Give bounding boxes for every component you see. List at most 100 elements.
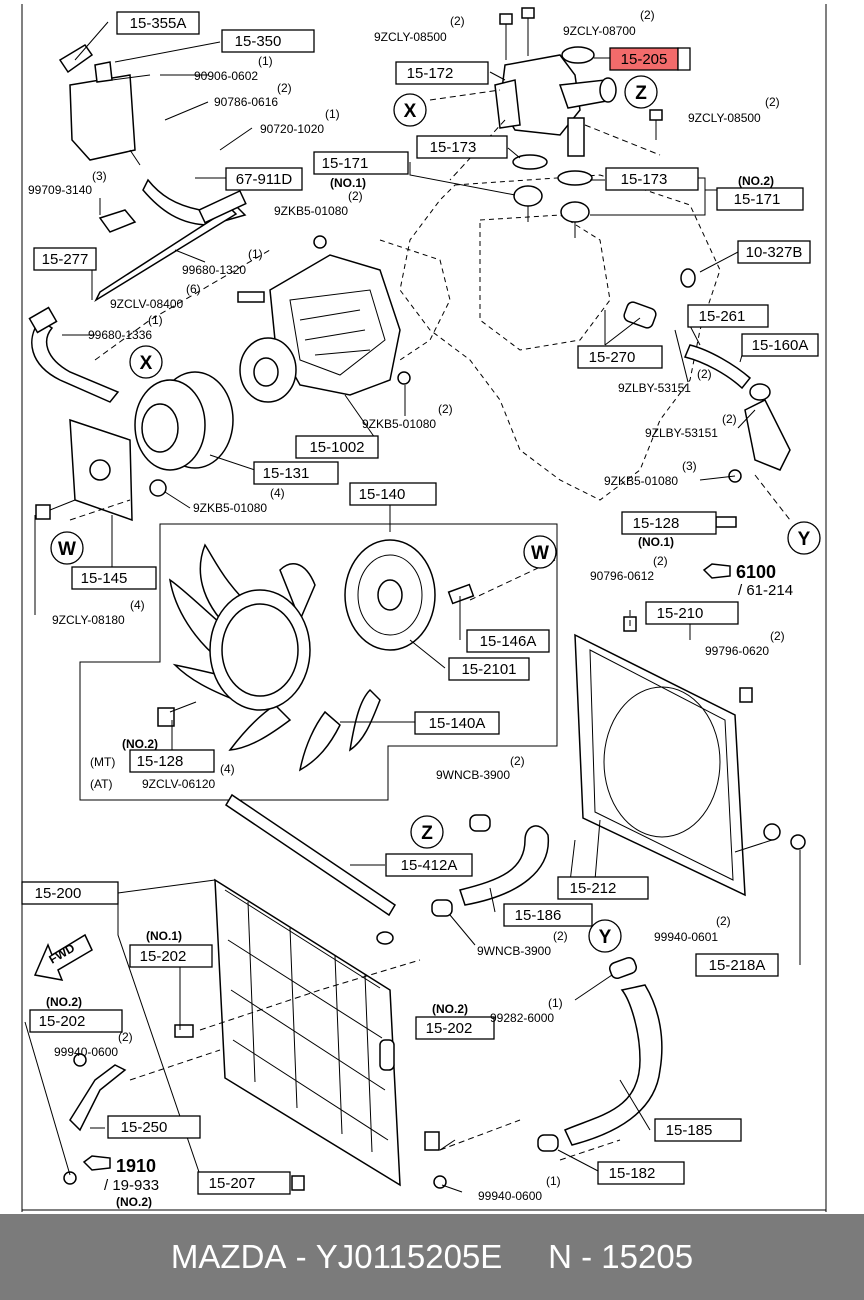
- bracket-grommet: [63, 1171, 77, 1185]
- parts-diagram: FWD: [21, 4, 827, 1212]
- box-15-171-no1: [313, 151, 409, 175]
- box-15-173-a: [416, 135, 508, 159]
- hw-90786-0616: 90786-0616: [214, 95, 278, 109]
- callout-z-label: Z: [421, 823, 433, 844]
- qty: (6): [186, 282, 201, 296]
- hw-99680-1320: 99680-1320: [182, 263, 246, 277]
- label-15-1002: 15-1002: [309, 439, 364, 456]
- label-15-186: 15-186: [515, 907, 562, 924]
- callout-w-right: [523, 535, 557, 569]
- box-15-277: [33, 247, 97, 271]
- hw-9ZLBY-53151-a: 9ZLBY-53151: [618, 381, 691, 395]
- qty: (1): [248, 247, 263, 261]
- callout-z-label: Z: [635, 83, 647, 104]
- footer-spacer: [502, 1238, 548, 1276]
- note-no1: (NO.1): [638, 535, 674, 549]
- note-no1: (NO.1): [146, 929, 182, 943]
- label-10-327B: 10-327B: [746, 244, 803, 261]
- box-15-270: [577, 345, 663, 369]
- label-15-207: 15-207: [209, 1175, 256, 1192]
- pump-nut-side: [397, 371, 411, 385]
- callouts: X Z X W W Y Z Y: [50, 75, 821, 953]
- box-10-327B: [737, 240, 811, 264]
- pulley-spacer: [69, 418, 133, 522]
- hw-99709-3140: 99709-3140: [28, 183, 92, 197]
- qty: (2): [118, 1030, 133, 1044]
- footer-bar: MAZDA - YJ0115205E N - 15205: [0, 1214, 864, 1300]
- fan-bolt: [157, 701, 197, 727]
- footer-separator: -: [286, 1238, 316, 1275]
- label-15-160A: 15-160A: [752, 337, 809, 354]
- hw-9WNCB-3900-b: 9WNCB-3900: [477, 944, 551, 958]
- shroud-clip: [763, 823, 781, 841]
- qty: (4): [220, 762, 235, 776]
- note-mt: (MT): [90, 755, 115, 769]
- ref-1910: 1910: [116, 1156, 156, 1176]
- box-15-185: [654, 1118, 742, 1142]
- qty: (2): [277, 81, 292, 95]
- callout-x-top: [393, 93, 427, 127]
- box-15-128-no1: [621, 511, 717, 535]
- label-67-911D: 67-911D: [236, 171, 293, 188]
- thermostat-1: [513, 185, 543, 222]
- callout-y-label: Y: [599, 927, 612, 948]
- label-15-171-no1: 15-171: [322, 155, 369, 172]
- lower-hose: [537, 956, 663, 1152]
- ref-6100-sub: / 61-214: [738, 582, 793, 599]
- box-15-145: [71, 566, 157, 590]
- box-15-210: [645, 601, 739, 625]
- box-15-205-tail: [677, 47, 691, 71]
- leader-lines: [24, 21, 801, 1193]
- fan-pulley: [134, 371, 234, 471]
- note-no2: (NO.2): [116, 1195, 152, 1209]
- box-15-173-b: [605, 167, 699, 191]
- water-pump: [239, 254, 401, 403]
- assembly-lines: [69, 249, 791, 1161]
- fwd-arrow: FWD: [33, 933, 93, 981]
- label-15-202-no2-left: 15-202: [39, 1013, 86, 1030]
- quantity-labels: (2) (2) (2) (1) (2) (1) (3) (2) (1) (6) …: [92, 8, 785, 1188]
- box-15-128-no2: [129, 749, 215, 773]
- hw-9ZCLY-08500-a: 9ZCLY-08500: [374, 30, 447, 44]
- label-15-270: 15-270: [589, 349, 636, 366]
- qty: (4): [130, 598, 145, 612]
- fan-shroud: [574, 633, 746, 897]
- qty: (3): [92, 169, 107, 183]
- fan-clutch: [344, 539, 475, 651]
- qty: (1): [546, 1174, 561, 1188]
- label-15-350: 15-350: [235, 33, 282, 50]
- qty: (1): [325, 107, 340, 121]
- callout-x-mid: [129, 345, 163, 379]
- thermostat-pipe: [567, 117, 585, 157]
- box-15-160A: [741, 333, 819, 357]
- box-15-172: [395, 61, 489, 85]
- label-15-173-b: 15-173: [621, 171, 668, 188]
- footer-brand: MAZDA: [170, 1238, 287, 1275]
- box-15-200: [21, 881, 119, 905]
- callout-y-bottom: [588, 919, 622, 953]
- box-15-350: [221, 29, 315, 53]
- qty: (2): [722, 412, 737, 426]
- footer-ref: N - 15205: [548, 1238, 694, 1275]
- box-15-140: [349, 482, 437, 506]
- box-15-186: [503, 903, 593, 927]
- label-15-128-no2: 15-128: [137, 753, 184, 770]
- qty: (3): [682, 459, 697, 473]
- callout-x-label: X: [140, 353, 153, 374]
- box-15-202-no2-right: [415, 1016, 495, 1040]
- ref-hand-icon: [82, 1155, 111, 1171]
- box-15-412A: [385, 853, 473, 877]
- callout-z-top: [624, 75, 658, 109]
- box-15-182: [597, 1161, 685, 1185]
- radiator: [214, 878, 401, 1187]
- qty: (2): [450, 14, 465, 28]
- fan-group-frame: [79, 523, 558, 801]
- box-15-261: [687, 304, 769, 328]
- pump-bolt: [237, 291, 265, 303]
- callout-w-label: W: [58, 539, 76, 560]
- label-15-2101: 15-2101: [461, 661, 516, 678]
- ref-boxes: 15-355A 15-350 67-911D 15-277 15-172 15-…: [21, 11, 819, 1195]
- ref-6100: 6100: [736, 562, 776, 582]
- hose-clip: [98, 209, 137, 233]
- gasket-2: [557, 170, 593, 186]
